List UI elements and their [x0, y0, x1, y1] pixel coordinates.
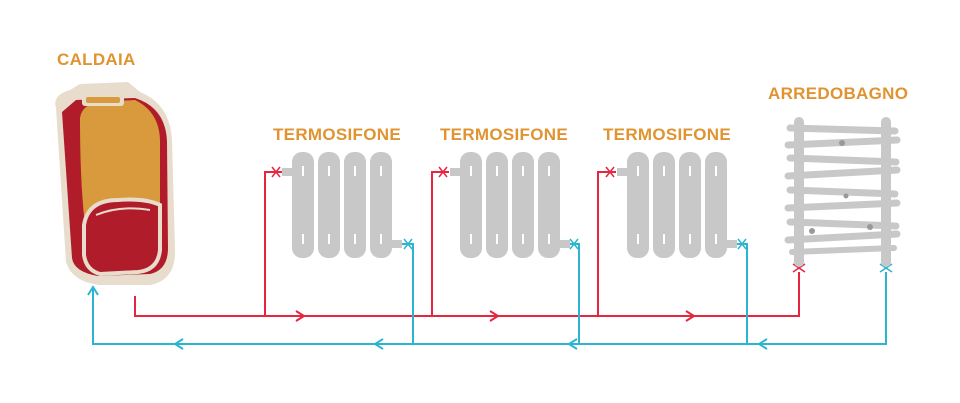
- radiator-label-1: TERMOSIFONE: [273, 125, 401, 144]
- radiator-label-2: TERMOSIFONE: [440, 125, 568, 144]
- return-pipe: [92, 243, 887, 345]
- boiler-label: CALDAIA: [57, 50, 136, 69]
- radiator-icon: [617, 152, 737, 258]
- radiator-label-3: TERMOSIFONE: [603, 125, 731, 144]
- towel-rail-icon: [784, 117, 901, 267]
- radiator-icon: [282, 152, 402, 258]
- boiler-icon: [55, 82, 176, 285]
- valve-icon: [271, 166, 893, 273]
- arrow-right-icon: [295, 310, 696, 322]
- arrow-left-icon: [87, 285, 768, 350]
- towel-rail-label: ARREDOBAGNO: [768, 84, 909, 103]
- radiator-icon: [450, 152, 570, 258]
